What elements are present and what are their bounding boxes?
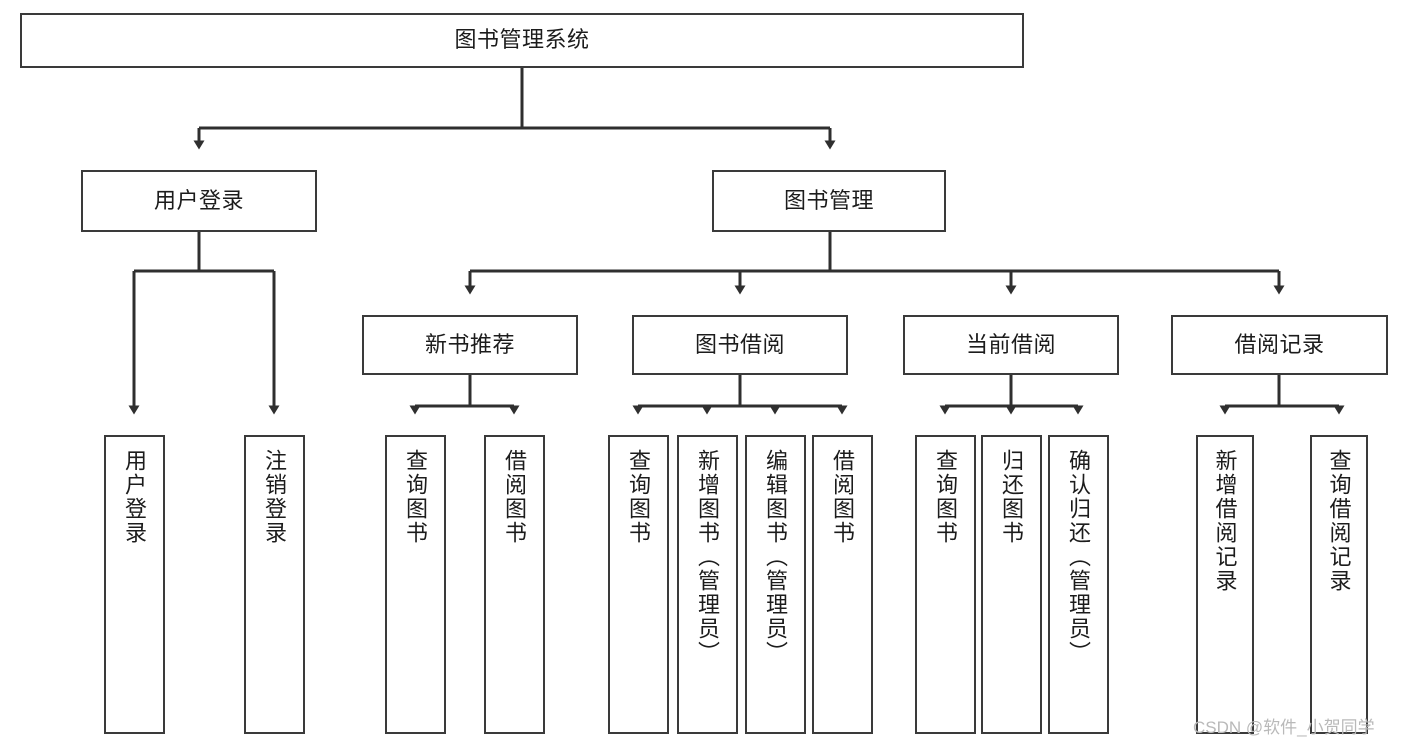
leaf-query-borrow-record[interactable]: 查询借阅记录 xyxy=(1310,435,1368,734)
leaf-query-borrow-record-label: 查询借阅记录 xyxy=(1326,449,1352,593)
leaf-logout[interactable]: 注销登录 xyxy=(244,435,305,734)
node-current-borrow[interactable]: 当前借阅 xyxy=(903,315,1119,375)
leaf-query-book-current[interactable]: 查询图书 xyxy=(915,435,976,734)
node-new-book-recommend-label: 新书推荐 xyxy=(424,331,515,357)
node-book-borrow-label: 图书借阅 xyxy=(694,331,785,357)
node-root[interactable]: 图书管理系统 xyxy=(20,13,1024,68)
node-book-borrow[interactable]: 图书借阅 xyxy=(632,315,848,375)
leaf-add-borrow-record-label: 新增借阅记录 xyxy=(1212,449,1238,593)
leaf-query-book-borrow[interactable]: 查询图书 xyxy=(608,435,669,734)
leaf-query-book-borrow-label: 查询图书 xyxy=(626,449,652,545)
leaf-borrow-book-newbook[interactable]: 借阅图书 xyxy=(484,435,545,734)
leaf-return-book-label: 归还图书 xyxy=(999,449,1025,545)
node-user-login-label: 用户登录 xyxy=(153,187,244,213)
watermark-text: CSDN @软件_小贺同学 xyxy=(1193,718,1375,737)
leaf-edit-book-admin-label: 编辑图书（管理员） xyxy=(763,449,789,665)
leaf-confirm-return-admin[interactable]: 确认归还（管理员） xyxy=(1048,435,1109,734)
leaf-logout-label: 注销登录 xyxy=(262,449,288,545)
leaf-add-book-admin[interactable]: 新增图书（管理员） xyxy=(677,435,738,734)
leaf-query-book-newbook[interactable]: 查询图书 xyxy=(385,435,446,734)
leaf-add-borrow-record[interactable]: 新增借阅记录 xyxy=(1196,435,1254,734)
leaf-borrow-book-label: 借阅图书 xyxy=(830,449,856,545)
leaf-borrow-book[interactable]: 借阅图书 xyxy=(812,435,873,734)
node-book-management[interactable]: 图书管理 xyxy=(712,170,946,232)
node-book-management-label: 图书管理 xyxy=(783,187,874,213)
leaf-add-book-admin-label: 新增图书（管理员） xyxy=(695,449,721,665)
leaf-user-login[interactable]: 用户登录 xyxy=(104,435,165,734)
node-borrow-record[interactable]: 借阅记录 xyxy=(1171,315,1388,375)
node-new-book-recommend[interactable]: 新书推荐 xyxy=(362,315,578,375)
leaf-query-book-newbook-label: 查询图书 xyxy=(403,449,429,545)
leaf-borrow-book-newbook-label: 借阅图书 xyxy=(502,449,528,545)
node-user-login[interactable]: 用户登录 xyxy=(81,170,317,232)
leaf-edit-book-admin[interactable]: 编辑图书（管理员） xyxy=(745,435,806,734)
node-root-label: 图书管理系统 xyxy=(454,27,590,53)
node-borrow-record-label: 借阅记录 xyxy=(1234,331,1325,357)
leaf-return-book[interactable]: 归还图书 xyxy=(981,435,1042,734)
leaf-query-book-current-label: 查询图书 xyxy=(933,449,959,545)
node-current-borrow-label: 当前借阅 xyxy=(965,331,1056,357)
leaf-user-login-label: 用户登录 xyxy=(122,449,148,545)
leaf-confirm-return-admin-label: 确认归还（管理员） xyxy=(1066,449,1092,665)
